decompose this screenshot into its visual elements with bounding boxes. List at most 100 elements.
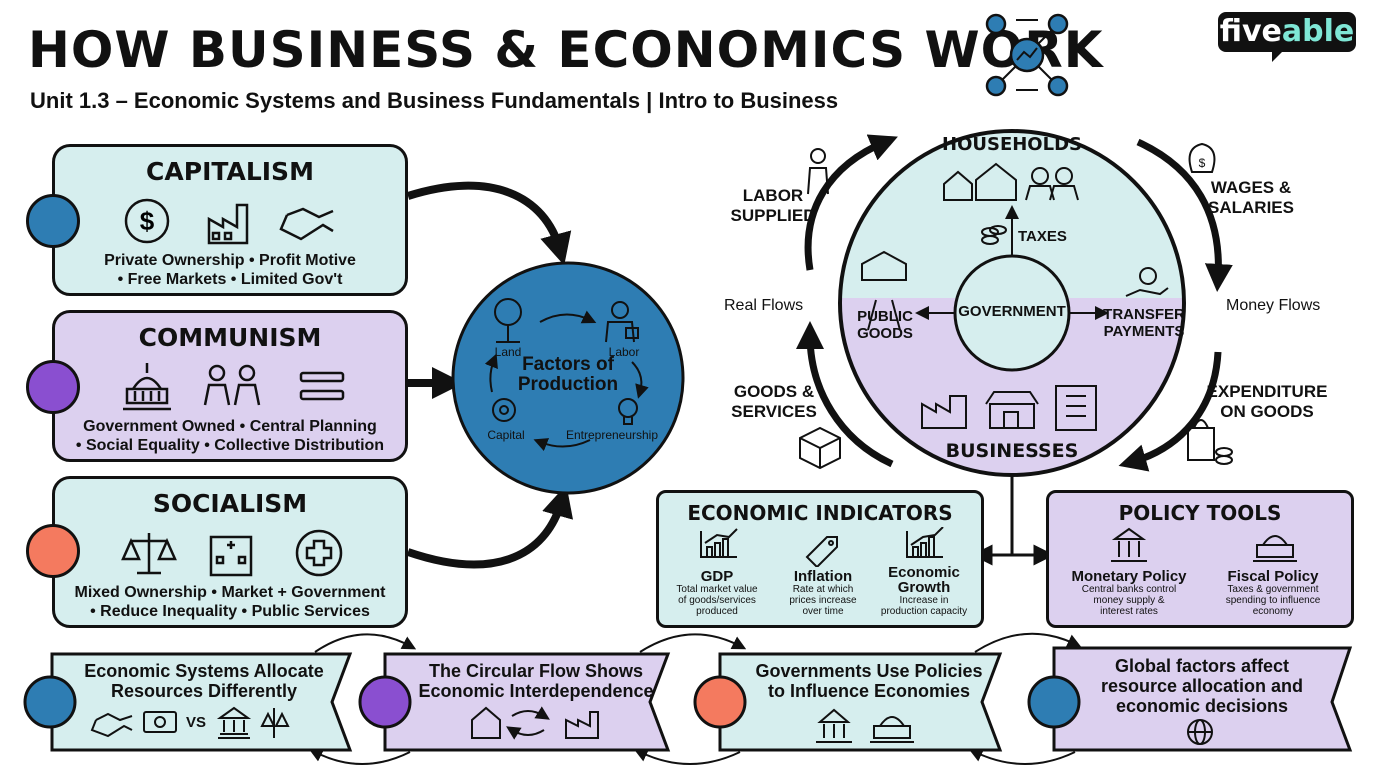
fiveable-logo: fiveable bbox=[1218, 12, 1356, 52]
government-label: GOVERNMENT bbox=[958, 303, 1066, 320]
socialism-to-factors-arrow bbox=[406, 484, 574, 569]
ribbon-4 bbox=[1052, 646, 1353, 752]
ribbon-factory-icon bbox=[565, 711, 599, 739]
socialism-title: SOCIALISM bbox=[152, 489, 308, 518]
ribbon-handshake-icon bbox=[90, 712, 133, 738]
communism-features-2: • Social Equality • Collective Distribut… bbox=[75, 437, 385, 454]
svg-text:$: $ bbox=[140, 206, 155, 236]
page-title: HOW BUSINESS & ECONOMICS WORK bbox=[28, 21, 1104, 79]
coins-icon bbox=[981, 225, 1007, 245]
globe-icon bbox=[1187, 719, 1213, 745]
economic-indicators-title: ECONOMIC INDICATORS bbox=[687, 501, 953, 525]
family-icon bbox=[1025, 167, 1079, 201]
capitalism-features-1: Private Ownership • Profit Motive bbox=[104, 252, 356, 269]
capitalism-title: CAPITALISM bbox=[146, 157, 314, 186]
government-building-icon bbox=[1253, 535, 1297, 562]
communism-dot bbox=[26, 360, 80, 414]
ribbon-house-icon bbox=[471, 706, 501, 739]
office-building-icon bbox=[1055, 385, 1097, 431]
ribbon-vs-label: VS bbox=[186, 714, 207, 731]
communism-card: COMMUNISM Government Owned • Central Pla… bbox=[52, 310, 408, 462]
capitol-building-icon bbox=[123, 363, 171, 411]
taxes-label: TAXES bbox=[1018, 228, 1067, 245]
worker-icon bbox=[605, 301, 639, 343]
ribbon-3 bbox=[718, 652, 1003, 752]
logo-tail bbox=[1272, 50, 1284, 62]
goods-flow-arrow bbox=[796, 321, 894, 468]
ribbon-scale-icon bbox=[260, 708, 290, 738]
capitalism-features-2: • Free Markets • Limited Gov't bbox=[117, 271, 343, 288]
households-label: HOUSEHOLDS bbox=[942, 134, 1082, 155]
page-subtitle: Unit 1.3 – Economic Systems and Business… bbox=[30, 88, 839, 113]
hand-coin-icon bbox=[1125, 267, 1169, 297]
shopping-bag-icon bbox=[1187, 419, 1233, 465]
svg-text:$: $ bbox=[1199, 156, 1206, 170]
growth-chart-icon bbox=[906, 527, 944, 558]
package-box-icon bbox=[799, 426, 841, 470]
socialism-features-1: Mixed Ownership • Market + Government bbox=[74, 584, 386, 601]
money-bag-icon: $ bbox=[1188, 142, 1216, 173]
gear-icon bbox=[492, 398, 516, 422]
policy-tools-title: POLICY TOOLS bbox=[1118, 501, 1282, 525]
socialism-dot bbox=[26, 524, 80, 578]
factory-business-icon bbox=[921, 395, 967, 429]
communism-title: COMMUNISM bbox=[138, 323, 322, 352]
handshake-icon bbox=[279, 207, 334, 241]
hospital-icon bbox=[209, 535, 253, 577]
ribbon-capitol-icon bbox=[870, 716, 914, 743]
wages-flow-arrow bbox=[1136, 138, 1233, 292]
central-bank-icon bbox=[1111, 527, 1147, 562]
people-group-icon bbox=[203, 364, 261, 406]
labor-flow-arrow bbox=[804, 134, 898, 271]
factor-labor: Labor bbox=[608, 345, 640, 359]
lightbulb-icon bbox=[618, 398, 638, 425]
capitalism-card: CAPITALISM $ Private Ownership • Profit … bbox=[52, 144, 408, 296]
person-icon bbox=[807, 148, 829, 195]
store-icon bbox=[985, 391, 1039, 429]
medical-cross-icon bbox=[295, 529, 343, 577]
money-flows-label: Money Flows bbox=[1226, 297, 1321, 314]
dollar-coin-icon: $ bbox=[124, 198, 170, 244]
factor-land: Land bbox=[494, 345, 522, 359]
capitalism-to-factors-arrow bbox=[406, 181, 572, 266]
real-flows-label: Real Flows bbox=[724, 297, 804, 314]
network-icon bbox=[985, 13, 1069, 97]
school-icon bbox=[861, 250, 907, 331]
communism-features-1: Government Owned • Central Planning bbox=[83, 418, 377, 435]
ribbon-bank-icon bbox=[216, 706, 252, 739]
wages-salaries-label: WAGES &SALARIES bbox=[1208, 178, 1294, 217]
policy-tools-card: POLICY TOOLS Monetary Policy Central ban… bbox=[1046, 490, 1354, 628]
ribbon-bank-icon-2 bbox=[816, 708, 852, 743]
socialism-card: SOCIALISM Mixed Ownership • Market + Gov… bbox=[52, 476, 408, 628]
houses-icon bbox=[943, 162, 1017, 201]
price-tag-icon bbox=[805, 536, 838, 567]
equal-sign-icon bbox=[299, 371, 345, 401]
goods-services-label: GOODS &SERVICES bbox=[731, 382, 817, 421]
ribbon-cash-icon bbox=[143, 711, 177, 733]
factory-icon bbox=[207, 203, 249, 245]
factors-circle bbox=[451, 261, 685, 495]
tree-icon bbox=[494, 298, 522, 343]
circular-flow-circle bbox=[838, 129, 1186, 477]
socialism-features-2: • Reduce Inequality • Public Services bbox=[90, 603, 370, 620]
capitalism-dot bbox=[26, 194, 80, 248]
gdp-chart-icon bbox=[700, 528, 738, 558]
factor-capital: Capital bbox=[487, 428, 525, 442]
expenditure-flow-arrow bbox=[1118, 351, 1222, 472]
economic-indicators-card: ECONOMIC INDICATORS GDP Total market val… bbox=[656, 490, 984, 628]
